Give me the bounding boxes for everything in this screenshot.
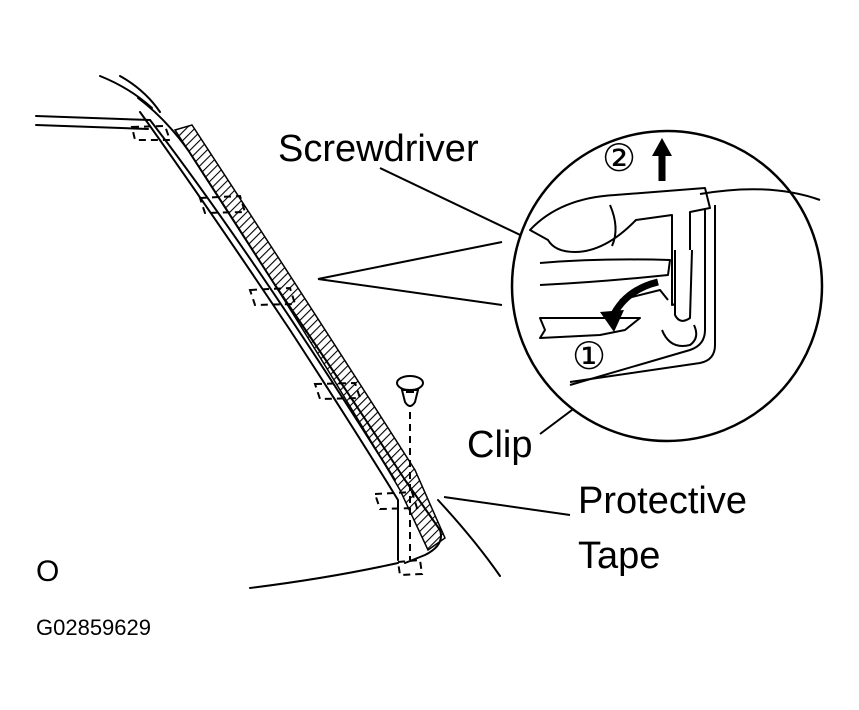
- body-line-lower: [249, 562, 399, 589]
- figure-code: G02859629: [36, 615, 151, 640]
- clip-location-5: [373, 490, 419, 511]
- detail-wedge-upper: [317, 241, 503, 280]
- lift-arrow-head: [652, 138, 672, 156]
- detail-wedge-lower: [317, 278, 503, 306]
- body-panel-flange: [569, 208, 706, 386]
- screwdriver-shaft: [539, 258, 671, 286]
- rotate-arrow-head: [600, 310, 624, 332]
- body-panel: [699, 188, 821, 201]
- body-panel-flange-outer: [569, 205, 716, 383]
- step-1-marker: ①: [572, 336, 607, 378]
- clip-label: Clip: [467, 424, 533, 466]
- protective-tape-label-line1: Protective: [578, 480, 747, 522]
- clip-location-1: [130, 124, 172, 141]
- corner-mark: O: [36, 555, 60, 588]
- windshield-edge-line: [119, 75, 161, 113]
- screwdriver-label: Screwdriver: [278, 128, 479, 170]
- loose-clip: [396, 375, 424, 407]
- roof-edge-line: [35, 124, 149, 130]
- clip-location-4: [313, 381, 362, 401]
- windshield-edge-line: [99, 75, 153, 109]
- clip-location-3: [248, 286, 297, 307]
- clip-body: [674, 249, 693, 322]
- clip-location-2: [198, 194, 247, 215]
- step-2-marker: ②: [602, 138, 637, 180]
- protective-tape-strip: [173, 124, 446, 552]
- protective-tape-label-line2: Tape: [578, 535, 661, 577]
- detail-circle: [510, 129, 824, 443]
- tape-leader-line: [443, 496, 571, 516]
- clip-head: [661, 324, 698, 347]
- pillar-garnish-inner-edge: [139, 111, 399, 561]
- garnish-lip-hook: [609, 204, 617, 247]
- roof-edge-line: [35, 115, 151, 121]
- clip-location-6: [396, 558, 424, 577]
- fender-line: [437, 499, 501, 577]
- pillar-body-line: [149, 119, 396, 481]
- garnish-lip: [529, 187, 711, 306]
